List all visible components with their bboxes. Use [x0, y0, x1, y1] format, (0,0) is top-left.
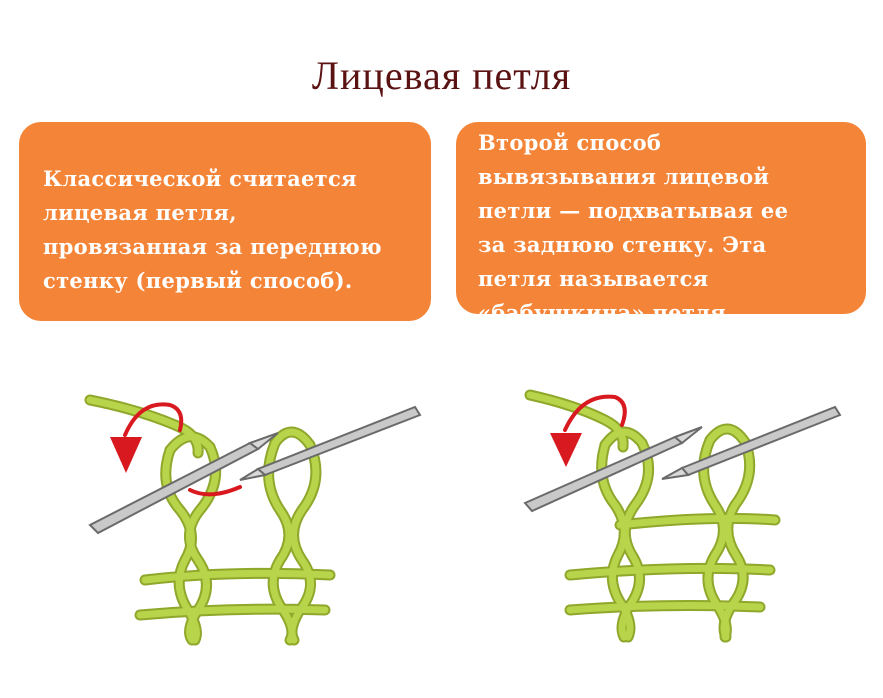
back-loop-diagram — [523, 389, 842, 643]
card-text-line: вывязывания лицевой — [478, 164, 770, 189]
back-loop-illustration — [510, 375, 870, 675]
front-loop-illustration — [80, 375, 440, 675]
card-text-line: провязанная за переднюю — [43, 234, 382, 259]
front-loop-diagram — [84, 394, 422, 646]
card-text-line: за заднюю стенку. Эта — [478, 232, 767, 257]
card-text-line: петли — подхватывая ее — [478, 198, 789, 223]
card-text-line: Классической считается — [43, 166, 357, 191]
red-arrow-icon — [110, 437, 142, 473]
card-text-line: стенку (первый способ). — [43, 268, 353, 293]
page-title: Лицевая петля — [311, 53, 572, 98]
card-text-line: «бабушкина» петля. — [478, 300, 734, 325]
card-text-line: петля называется — [478, 266, 709, 291]
info-card-back-loop: Второй способ вывязывания лицевой петли … — [456, 122, 866, 325]
card-text-line: Второй способ — [478, 130, 662, 155]
red-arrow-icon — [123, 402, 242, 497]
card-text-line: лицевая петля, — [43, 200, 237, 225]
red-arrow-icon — [550, 433, 582, 467]
red-arrow-icon — [563, 394, 627, 432]
knitting-needle-icon — [88, 405, 422, 535]
info-card-front-loop: Классической считается лицевая петля, пр… — [19, 122, 431, 321]
knitting-needle-icon — [523, 405, 842, 513]
